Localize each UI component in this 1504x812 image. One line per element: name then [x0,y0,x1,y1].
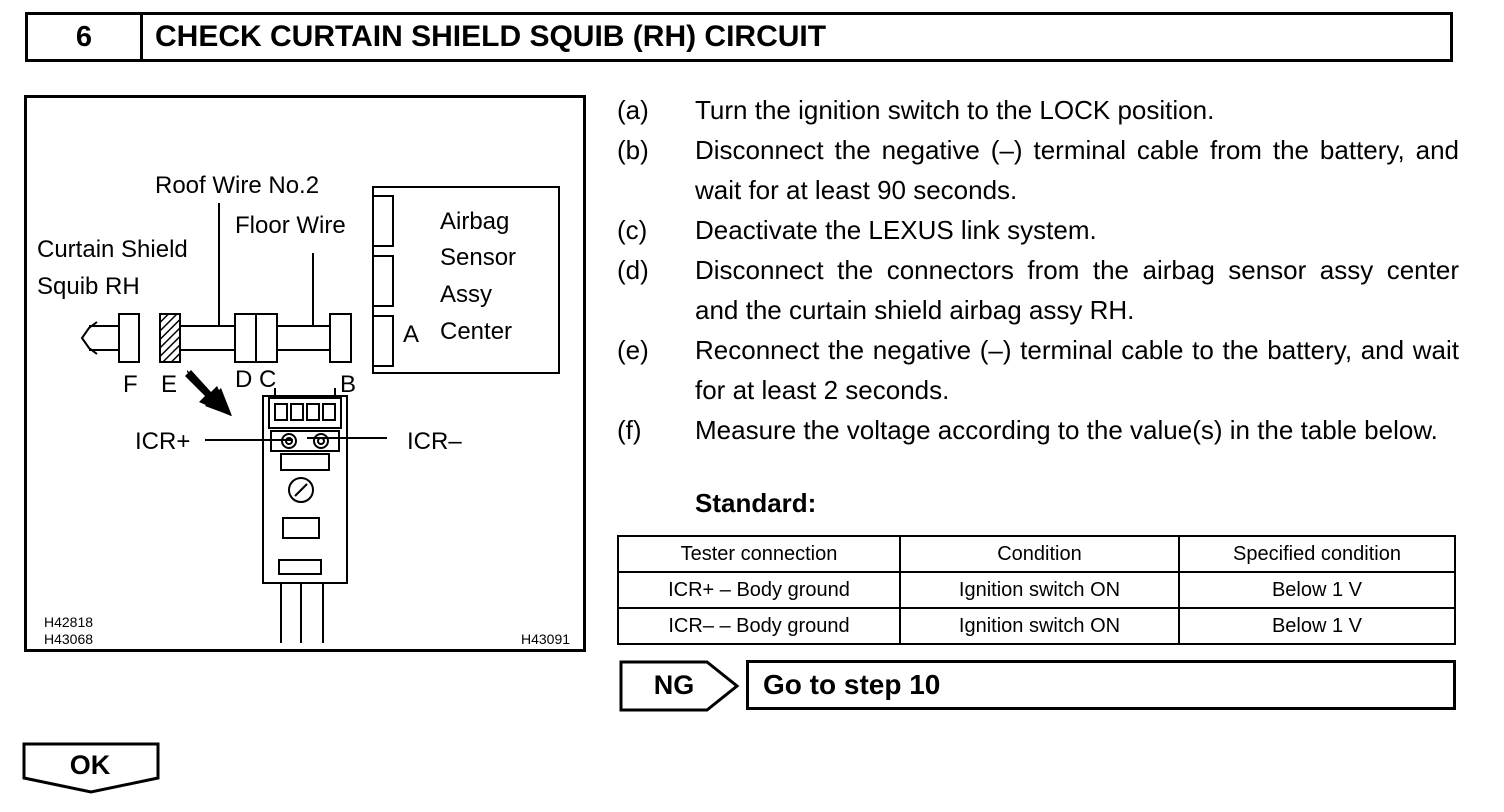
step-letter: (c) [617,215,648,245]
step-letter: (e) [617,335,649,365]
spec-table: Tester connection Condition Specified co… [617,535,1456,645]
table-row: ICR– – Body ground Ignition switch ON Be… [617,607,1456,645]
table-header: Condition [899,535,1180,573]
figure-code-3: H43091 [521,631,571,647]
step-item: (d) Disconnect the connectors from the a… [617,250,1459,330]
goto-step-link[interactable]: Go to step 10 [746,660,1456,710]
table-header-row: Tester connection Condition Specified co… [617,535,1456,573]
step-item: (f) Measure the voltage according to the… [617,410,1459,450]
connector-slot-1 [372,195,394,247]
step-text: Deactivate the LEXUS link system. [695,215,1097,245]
ng-arrow-shape [619,660,740,712]
airbag-label-3: Assy [440,281,493,308]
figure-code-1: H42818 [44,614,94,630]
step-item: (c) Deactivate the LEXUS link system. [617,210,1459,250]
diagram-drawing [80,186,560,643]
table-cell: ICR+ – Body ground [617,571,901,609]
step-text: Disconnect the connectors from the airba… [695,255,1459,325]
icr-plus-label: ICR+ [135,428,191,455]
roof-wire-label: Roof Wire No.2 [155,172,320,199]
table-cell: Below 1 V [1178,607,1456,645]
table-cell: Ignition switch ON [899,571,1180,609]
ok-label: OK [69,749,111,780]
step-text: Reconnect the negative (–) terminal cabl… [695,335,1459,405]
step-title: CHECK CURTAIN SHIELD SQUIB (RH) CIRCUIT [155,20,827,53]
connector-b [329,313,352,363]
step-letter: (a) [617,95,649,125]
step-letter: (f) [617,415,642,445]
connector-d-label: D [235,366,253,393]
figure-code-2: H43068 [44,631,94,647]
ng-label: NG [653,669,695,700]
step-item: (a) Turn the ignition switch to the LOCK… [617,90,1459,130]
step-letter: (d) [617,255,649,285]
connector-a-label: A [403,321,420,348]
connector-f-label: F [123,371,138,398]
step-number: 6 [28,15,143,59]
table-cell: Ignition switch ON [899,607,1180,645]
floor-wire-label: Floor Wire [235,212,346,239]
connector-b-label: B [340,371,357,398]
table-header: Specified condition [1178,535,1456,573]
connector-slot-2 [372,255,394,307]
table-row: ICR+ – Body ground Ignition switch ON Be… [617,571,1456,609]
icr-minus-label: ICR– [407,428,462,455]
airbag-label-2: Sensor [440,244,517,271]
connector-c [255,313,278,363]
procedure-steps: (a) Turn the ignition switch to the LOCK… [617,90,1459,450]
table-cell: Below 1 V [1178,571,1456,609]
step-text: Disconnect the negative (–) terminal cab… [695,135,1459,205]
step-header: 6 CHECK CURTAIN SHIELD SQUIB (RH) CIRCUI… [25,12,1453,62]
connector-c-label: C [259,366,277,393]
connector-f [118,313,140,363]
curtain-shield-label-2: Squib RH [37,273,140,300]
standard-label: Standard: [695,488,817,518]
wiring-diagram: Roof Wire No.2 Floor Wire Curtain Shield… [24,95,586,652]
tester-body [262,395,348,584]
step-text: Measure the voltage according to the val… [695,415,1438,445]
step-item: (b) Disconnect the negative (–) terminal… [617,130,1459,210]
connector-e-label: E [161,371,178,398]
ok-arrow-shape [22,742,160,794]
table-cell: ICR– – Body ground [617,607,901,645]
airbag-label-1: Airbag [440,208,510,235]
table-header: Tester connection [617,535,901,573]
step-letter: (b) [617,135,649,165]
connector-a-slot [372,315,394,367]
airbag-label-4: Center [440,318,513,345]
connector-e [159,313,181,363]
step-text: Turn the ignition switch to the LOCK pos… [695,95,1215,125]
connector-d [234,313,257,363]
step-item: (e) Reconnect the negative (–) terminal … [617,330,1459,410]
curtain-shield-label-1: Curtain Shield [37,236,188,263]
